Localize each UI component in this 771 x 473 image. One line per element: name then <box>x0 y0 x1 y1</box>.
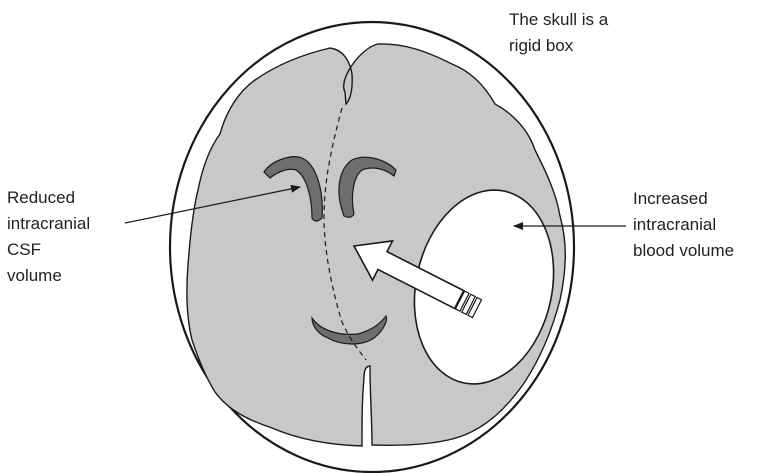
csf-label: Reduced intracranial CSF volume <box>7 188 95 285</box>
skull-label: The skull is a rigid box <box>509 10 613 55</box>
blood-label: Increased intracranial blood volume <box>633 189 734 260</box>
